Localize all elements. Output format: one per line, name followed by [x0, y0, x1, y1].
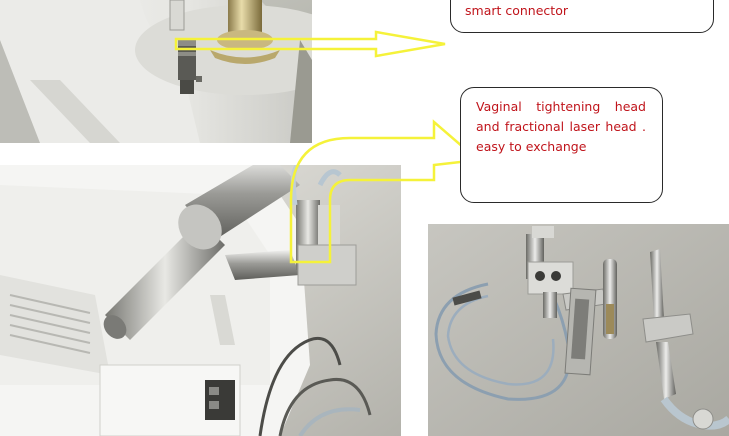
machine-handpieces-photo	[0, 165, 401, 436]
handpiece-heads-text: Vaginal tightening head and fractional l…	[476, 99, 646, 154]
connector-closeup-photo	[0, 0, 312, 143]
smart-connector-text: smart connector	[465, 3, 568, 18]
handpiece-heads-callout: Vaginal tightening head and fractional l…	[460, 87, 663, 203]
handpieces-accessories-photo	[428, 224, 729, 436]
smart-connector-callout: smart connector	[450, 0, 714, 33]
